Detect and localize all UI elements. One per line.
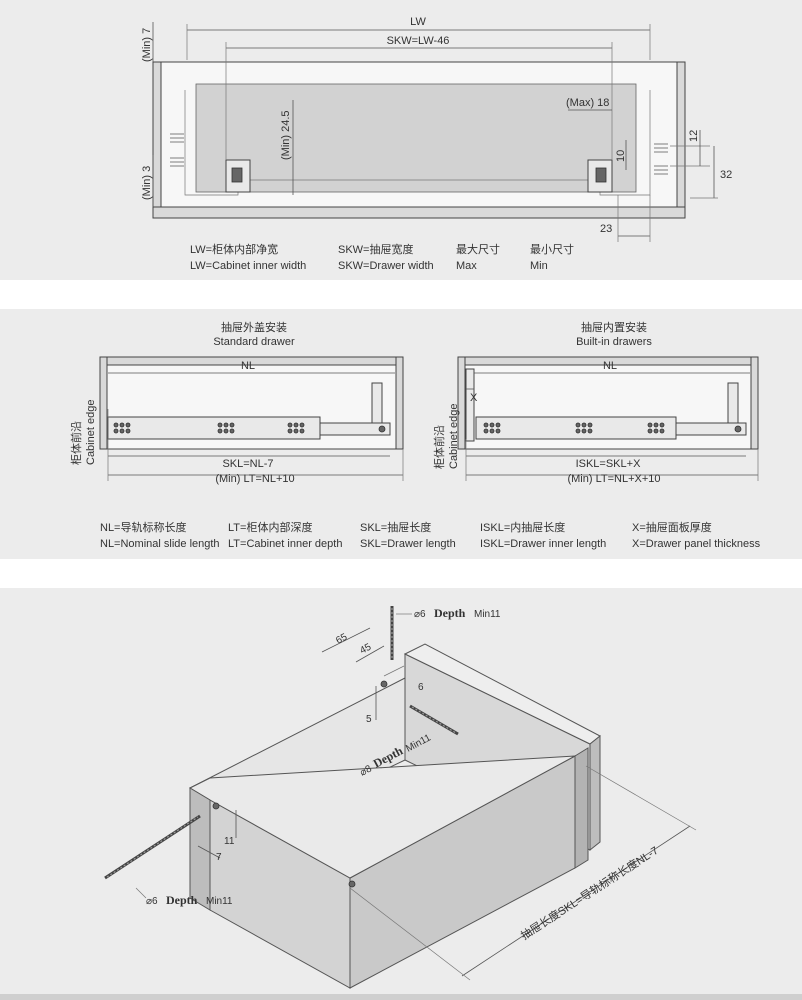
drawer-outline <box>184 90 651 196</box>
front-hole-left <box>212 802 220 810</box>
legend-skw-cn: SKW=抽屉宽度 <box>338 242 413 256</box>
builtin-slide-holes <box>483 422 742 434</box>
top-drill-min: Min11 <box>474 609 501 620</box>
cabinet-left-wall <box>152 61 162 219</box>
builtin-edge-cn: 柜体前沿 <box>432 425 446 469</box>
d11-label: 11 <box>224 836 235 847</box>
cabinet-bottom <box>152 206 686 219</box>
builtin-lt-label: (Min) LT=NL+X+10 <box>567 473 660 485</box>
legend-lt-cn: LT=柜体内部深度 <box>228 520 312 534</box>
legend-skl-en: SKL=Drawer length <box>360 538 456 550</box>
back-hole <box>380 680 388 688</box>
middle-drill-diameter: ⌀8 <box>358 763 374 778</box>
bottom-drill-diameter: ⌀6 <box>146 896 158 907</box>
d6-label: 6 <box>418 682 424 693</box>
builtin-edge-en: Cabinet edge <box>448 404 460 469</box>
bottom-drill-min: Min11 <box>206 896 233 907</box>
skw-label: SKW=LW-46 <box>387 35 450 47</box>
standard-edge-cn: 柜体前沿 <box>69 421 83 465</box>
left-rail-profile <box>231 167 243 183</box>
legend-iskl-cn: ISKL=内抽屉长度 <box>480 520 565 534</box>
cabinet-right-wall <box>676 61 686 219</box>
d65-label: 65 <box>334 632 349 647</box>
top-drill-diameter: ⌀6 <box>414 609 426 620</box>
builtin-skl-label: ISKL=SKL+X <box>576 458 641 470</box>
min7-label: (Min) 7 <box>141 28 153 62</box>
drawer-panel <box>195 83 637 193</box>
builtin-title-en: Built-in drawers <box>576 336 652 348</box>
bottom-drill-depth-word: Depth <box>166 893 198 907</box>
bottom-drill-bit <box>104 814 201 880</box>
standard-title-en: Standard drawer <box>213 336 295 348</box>
legend-max-cn: 最大尺寸 <box>456 242 500 256</box>
length-section-diagrams: 抽屉外盖安装 Standard drawer NL SKL=NL-7 (Min)… <box>69 320 761 550</box>
drawer-isometric-diagram: ⌀6 Depth Min11 ⌀8 Depth Min11 ⌀6 Depth M… <box>104 606 697 989</box>
standard-slide-holes <box>113 422 386 434</box>
legend-max-en: Max <box>456 260 477 272</box>
legend-nl-cn: NL=导轨标称长度 <box>100 520 187 534</box>
d12-label: 12 <box>688 130 700 142</box>
middle-drill-bit <box>409 704 459 736</box>
legend-lt-en: LT=Cabinet inner depth <box>228 538 342 550</box>
builtin-x-label: X <box>470 392 478 404</box>
legend-lw-cn: LW=柜体内部净宽 <box>190 242 278 256</box>
width-cross-section-diagram: LW SKW=LW-46 (Min) 7 (Min) 3 (Min) 24.5 … <box>141 16 732 272</box>
d5-label: 5 <box>366 714 372 725</box>
legend-x-cn: X=抽屉面板厚度 <box>632 520 712 534</box>
bottom-divider <box>0 994 802 1000</box>
builtin-title-cn: 抽屉内置安装 <box>581 320 647 334</box>
d45-label: 45 <box>358 642 373 657</box>
drawer-width-panel: LW SKW=LW-46 (Min) 7 (Min) 3 (Min) 24.5 … <box>0 0 802 280</box>
length-dimension-line <box>461 825 691 977</box>
legend-iskl-en: ISKL=Drawer inner length <box>480 538 606 550</box>
drilling-panel: ⌀6 Depth Min11 ⌀8 Depth Min11 ⌀6 Depth M… <box>0 588 802 994</box>
standard-skl-label: SKL=NL-7 <box>222 458 273 470</box>
builtin-nl-label: NL <box>603 360 617 372</box>
legend-min-en: Min <box>530 260 548 272</box>
legend-skw-en: SKW=Drawer width <box>338 260 434 272</box>
standard-slide <box>107 416 321 440</box>
legend-lw-en: LW=Cabinet inner width <box>190 260 306 272</box>
front-hole-right <box>348 880 356 888</box>
d7-label: 7 <box>216 852 222 863</box>
standard-lt-label: (Min) LT=NL+10 <box>215 473 294 485</box>
d32-label: 32 <box>720 169 732 181</box>
d10-label: 10 <box>615 150 627 162</box>
standard-nl-label: NL <box>241 360 255 372</box>
legend-x-en: X=Drawer panel thickness <box>632 538 761 550</box>
legend-nl-en: NL=Nominal slide length <box>100 538 220 550</box>
standard-title-cn: 抽屉外盖安装 <box>221 320 287 334</box>
drawer-length-panel: 抽屉外盖安装 Standard drawer NL SKL=NL-7 (Min)… <box>0 309 802 559</box>
builtin-front-panel <box>465 368 475 442</box>
lw-label: LW <box>410 16 426 28</box>
max18-label: (Max) 18 <box>566 97 609 109</box>
right-screws <box>654 143 668 175</box>
builtin-slide <box>475 416 677 440</box>
d23-label: 23 <box>600 223 612 235</box>
left-screws <box>170 133 184 167</box>
min245-label: (Min) 24.5 <box>280 110 292 160</box>
min3-label: (Min) 3 <box>141 166 153 200</box>
standard-edge-en: Cabinet edge <box>85 400 97 465</box>
top-drill-depth-word: Depth <box>434 606 466 620</box>
right-rail-profile <box>595 167 607 183</box>
legend-min-cn: 最小尺寸 <box>530 242 574 256</box>
legend-skl-cn: SKL=抽屉长度 <box>360 520 431 534</box>
